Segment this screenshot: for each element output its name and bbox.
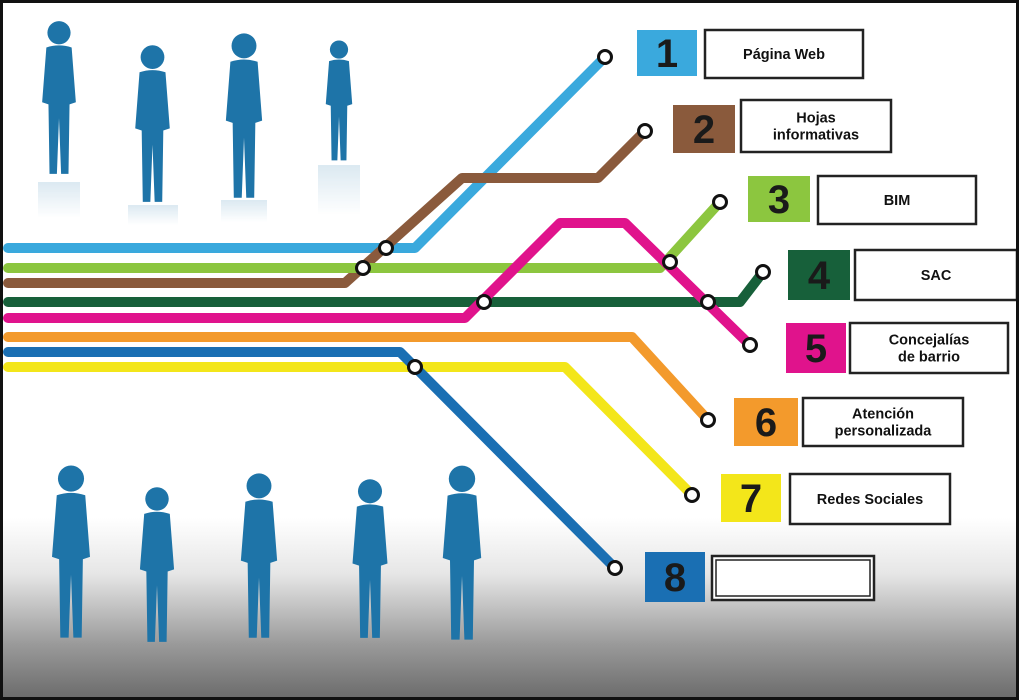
channel-number-3: 3	[768, 178, 790, 222]
channel-label-box-6	[801, 396, 965, 448]
channel-number-4: 4	[808, 254, 831, 298]
transfer-station	[662, 254, 678, 270]
channel-label-box-7	[788, 472, 952, 526]
channel-label-box-2	[739, 98, 893, 154]
terminal-station-7	[684, 487, 700, 503]
person-silhouette	[52, 465, 90, 638]
terminal-station-6	[700, 412, 716, 428]
channel-number-8: 8	[664, 556, 686, 600]
terminal-station-5	[742, 337, 758, 353]
transfer-station	[378, 240, 394, 256]
route-line-4	[3, 267, 768, 307]
channel-number-box-5	[786, 323, 846, 373]
route-line-8	[3, 347, 620, 573]
terminal-station-4	[755, 264, 771, 280]
channel-number-5: 5	[805, 327, 827, 371]
channel-number-box-7	[721, 474, 781, 522]
terminal-station-1	[597, 49, 613, 65]
person-silhouette	[42, 21, 76, 174]
channel-label-3: BIM	[884, 193, 911, 209]
channel-label-1: Página Web	[743, 47, 825, 63]
channel-number-box-8	[645, 552, 705, 602]
people-silhouettes-icon	[38, 21, 360, 225]
channel-number-box-3	[748, 176, 810, 222]
person-silhouette	[240, 473, 278, 638]
person-silhouette	[139, 487, 175, 642]
channel-number-7: 7	[740, 477, 762, 521]
person-silhouette	[442, 465, 482, 640]
channel-number-box-6	[734, 398, 798, 446]
channel-number-2: 2	[693, 108, 715, 152]
channel-label-7: Redes Sociales	[817, 492, 923, 508]
route-line-1	[3, 52, 610, 253]
route-line-7	[3, 362, 697, 500]
terminal-station-3	[712, 194, 728, 210]
transfer-station	[407, 359, 423, 375]
channel-label-box-5	[848, 321, 1010, 375]
person-silhouette	[135, 45, 170, 202]
channel-label-inner-frame-8	[715, 559, 871, 597]
terminal-station-8	[607, 560, 623, 576]
transfer-station	[700, 294, 716, 310]
transfer-station	[476, 294, 492, 310]
people-silhouettes-icon	[52, 465, 482, 642]
route-line-3	[3, 197, 725, 273]
person-silhouette	[325, 40, 353, 161]
route-line-2	[3, 126, 650, 288]
channel-number-6: 6	[755, 401, 777, 445]
channel-label-box-1	[703, 28, 865, 80]
channel-number-box-2	[673, 105, 735, 153]
channel-label-box-3	[816, 174, 978, 226]
person-silhouette	[352, 479, 388, 638]
channel-label-4: SAC	[921, 268, 952, 284]
channel-number-box-4	[788, 250, 850, 300]
transfer-station	[355, 260, 371, 276]
channel-number-box-1	[637, 30, 697, 76]
channel-number-1: 1	[656, 32, 678, 76]
channel-label-box-8	[710, 554, 876, 602]
route-line-6	[3, 332, 713, 425]
terminal-station-2	[637, 123, 653, 139]
person-silhouette	[225, 33, 263, 198]
